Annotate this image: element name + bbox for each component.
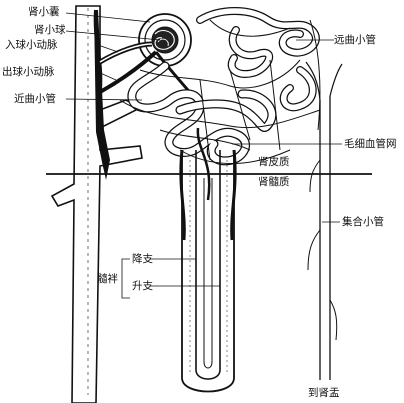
label-loop-of-henle: 髓袢: [97, 273, 118, 285]
label-glomerulus: 肾小球: [34, 24, 66, 36]
label-to-renal-pelvis: 到肾盂: [308, 387, 340, 399]
collecting-duct: [305, 61, 343, 380]
label-proximal-tubule: 近曲小管: [14, 93, 56, 105]
label-renal-medulla: 肾髓质: [258, 176, 290, 188]
label-capillary-network: 毛细血管网: [344, 138, 397, 150]
label-renal-cortex: 肾皮质: [258, 156, 290, 168]
label-descending-limb: 降支: [132, 253, 153, 265]
renal-vessel-trunk: [50, 5, 143, 403]
leader-lines: [65, 12, 342, 299]
proximal-tubule-coils: [127, 61, 277, 166]
loop-of-henle: [179, 127, 237, 393]
label-efferent-arteriole: 出球小动脉: [2, 66, 55, 78]
label-renal-capsule: 肾小囊: [28, 6, 60, 18]
label-collecting-duct: 集合小管: [342, 216, 384, 228]
label-distal-tubule: 远曲小管: [334, 34, 376, 46]
label-afferent-arteriole: 入球小动脉: [5, 39, 58, 51]
distal-tubule-coils: [196, 7, 320, 112]
capillary-network-lines: [119, 19, 321, 164]
label-ascending-limb: 升支: [132, 280, 153, 292]
